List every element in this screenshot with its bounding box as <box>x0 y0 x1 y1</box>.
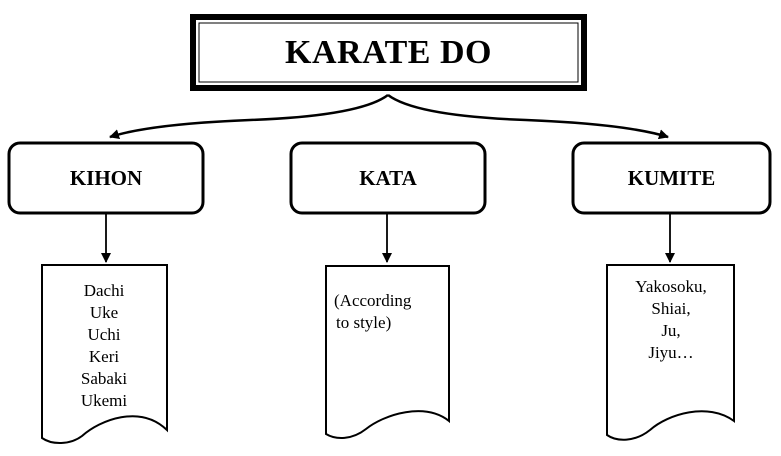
list-item: Sabaki <box>80 369 128 388</box>
connector-title-to-kumite <box>387 93 669 140</box>
category-label-kata: KATA <box>359 165 417 190</box>
list-item: Uchi <box>87 325 121 344</box>
list-item: Jiyu… <box>648 343 694 362</box>
list-item: Ju, <box>661 321 681 340</box>
title-box-outer <box>190 14 587 91</box>
kumite-document-shape <box>606 264 735 441</box>
list-item: Yakosoku, <box>635 277 707 296</box>
kumite-box <box>571 141 772 215</box>
list-item: Shiai, <box>651 299 691 318</box>
kata-document-shape <box>325 265 450 439</box>
kihon-box <box>7 141 205 215</box>
kumite-item-list: Yakosoku, Shiai, Ju, Jiyu… <box>612 276 730 364</box>
list-item: Keri <box>88 347 120 366</box>
list-item: Ukemi <box>80 391 128 410</box>
category-label-kumite: KUMITE <box>627 165 716 190</box>
kihon-item-list: Dachi Uke Uchi Keri Sabaki Ukemi <box>42 280 166 412</box>
diagram-title: KARATE DO <box>285 33 492 71</box>
category-label-kihon: KIHON <box>69 165 143 190</box>
list-item: Dachi <box>83 281 125 300</box>
list-item: to style) <box>336 313 392 332</box>
kata-item-list: (According to style) <box>334 290 444 334</box>
list-item: Uke <box>89 303 119 322</box>
kata-box <box>289 141 487 215</box>
kihon-document-shape <box>41 264 168 444</box>
connector-title-to-kihon <box>109 93 389 139</box>
list-item: (According <box>334 291 412 310</box>
title-box-inner <box>198 22 579 83</box>
